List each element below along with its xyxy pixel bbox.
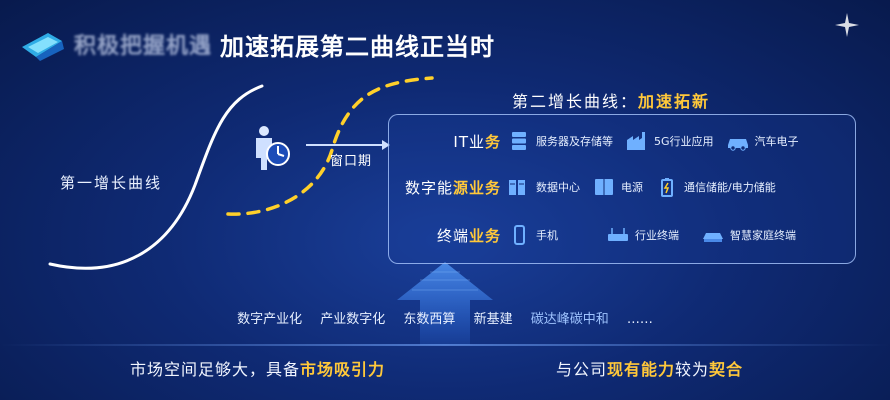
page-title: 加速拓展第二曲线正当时 bbox=[220, 32, 496, 61]
item-label: 电源 bbox=[621, 181, 643, 194]
second-curve-heading: 第二增长曲线：加速拓新 bbox=[512, 88, 710, 112]
window-period-label: 窗口期 bbox=[330, 154, 373, 169]
list-item: 数据中心 bbox=[507, 177, 580, 197]
trend-item: …… bbox=[626, 312, 653, 327]
list-item: 智慧家庭终端 bbox=[701, 225, 796, 245]
row-label-yellow: 业务 bbox=[468, 226, 501, 245]
list-item: 服务器及存储等 bbox=[507, 131, 613, 151]
row-items: 数据中心 电源 通信储能/电力储能 bbox=[507, 177, 788, 197]
capability-statement-highlight2: 契合 bbox=[709, 360, 744, 379]
business-box: IT业务 服务器及存储等 5G行业应用 汽车电子 数字能源业务 数据中心 bbox=[388, 114, 856, 264]
item-label: 通信储能/电力储能 bbox=[684, 181, 776, 194]
car-icon bbox=[727, 139, 748, 151]
divider bbox=[0, 344, 890, 346]
list-item: 汽车电子 bbox=[726, 131, 799, 151]
capability-statement: 与公司现有能力较为契合 bbox=[556, 356, 743, 380]
trend-item: 东数西算 bbox=[403, 312, 456, 327]
logo-icon bbox=[22, 33, 64, 61]
row-label: 终端业务 bbox=[389, 225, 507, 246]
phone-icon bbox=[514, 225, 525, 245]
item-label: 数据中心 bbox=[536, 181, 580, 194]
business-row-it: IT业务 服务器及存储等 5G行业应用 汽车电子 bbox=[389, 121, 855, 161]
market-statement-highlight: 市场吸引力 bbox=[300, 360, 386, 379]
capability-statement-prefix: 与公司 bbox=[556, 360, 608, 379]
list-item: 电源 bbox=[592, 177, 643, 197]
trend-item: 数字产业化 bbox=[237, 312, 303, 327]
businessman-clock-icon bbox=[256, 126, 290, 170]
router-icon bbox=[608, 228, 628, 241]
trend-item: 新基建 bbox=[473, 312, 513, 327]
row-label-white: 终端 bbox=[436, 226, 469, 245]
sparkle-icon bbox=[835, 13, 859, 37]
list-item: 5G行业应用 bbox=[625, 131, 714, 151]
second-growth-curve bbox=[226, 76, 434, 216]
item-label: 行业终端 bbox=[635, 229, 679, 242]
item-label: 智慧家庭终端 bbox=[730, 229, 796, 242]
up-arrow bbox=[397, 262, 493, 345]
item-label: 汽车电子 bbox=[754, 135, 799, 148]
trend-list: 数字产业化 产业数字化 东数西算 新基建 碳达峰碳中和 …… bbox=[0, 308, 890, 327]
capability-statement-mid: 较为 bbox=[675, 360, 710, 379]
business-row-digital-energy: 数字能源业务 数据中心 电源 通信储能/电力储能 bbox=[389, 167, 855, 207]
row-label-yellow: 源业务 bbox=[452, 178, 501, 197]
item-label: 5G行业应用 bbox=[654, 135, 714, 148]
row-items: 手机 行业终端 智慧家庭终端 bbox=[507, 225, 808, 245]
row-label-white: IT业 bbox=[453, 132, 485, 151]
second-curve-heading-highlight: 加速拓新 bbox=[638, 92, 711, 111]
capability-statement-highlight: 现有能力 bbox=[607, 360, 676, 379]
row-label-white: 数字能 bbox=[404, 178, 453, 197]
5g-factory-icon bbox=[627, 132, 645, 150]
title-blurred: 积极把握机遇 bbox=[74, 34, 213, 59]
first-curve-label: 第一增长曲线 bbox=[60, 174, 163, 192]
server-icon bbox=[512, 132, 526, 150]
item-label: 服务器及存储等 bbox=[536, 135, 613, 148]
list-item: 手机 bbox=[507, 225, 558, 245]
power-supply-icon bbox=[595, 179, 613, 195]
market-statement: 市场空间足够大，具备市场吸引力 bbox=[130, 356, 385, 380]
trend-item: 产业数字化 bbox=[320, 312, 386, 327]
page-header: 积极把握机遇 加速拓展第二曲线正当时 bbox=[18, 24, 495, 64]
battery-icon bbox=[661, 178, 673, 197]
trend-item: 碳达峰碳中和 bbox=[530, 312, 609, 327]
market-statement-prefix: 市场空间足够大，具备 bbox=[130, 360, 301, 379]
datacenter-icon bbox=[509, 180, 525, 195]
row-label-yellow: 务 bbox=[484, 132, 501, 151]
list-item: 通信储能/电力储能 bbox=[655, 177, 776, 197]
row-label: 数字能源业务 bbox=[389, 177, 507, 198]
business-row-terminal: 终端业务 手机 行业终端 智慧家庭终端 bbox=[389, 215, 855, 255]
row-label: IT业务 bbox=[389, 131, 507, 152]
list-item: 行业终端 bbox=[606, 225, 679, 245]
second-curve-heading-prefix: 第二增长曲线： bbox=[512, 92, 639, 111]
first-growth-curve bbox=[48, 84, 264, 270]
item-label: 手机 bbox=[536, 229, 558, 242]
row-items: 服务器及存储等 5G行业应用 汽车电子 bbox=[507, 131, 811, 151]
home-terminal-icon bbox=[703, 233, 723, 242]
